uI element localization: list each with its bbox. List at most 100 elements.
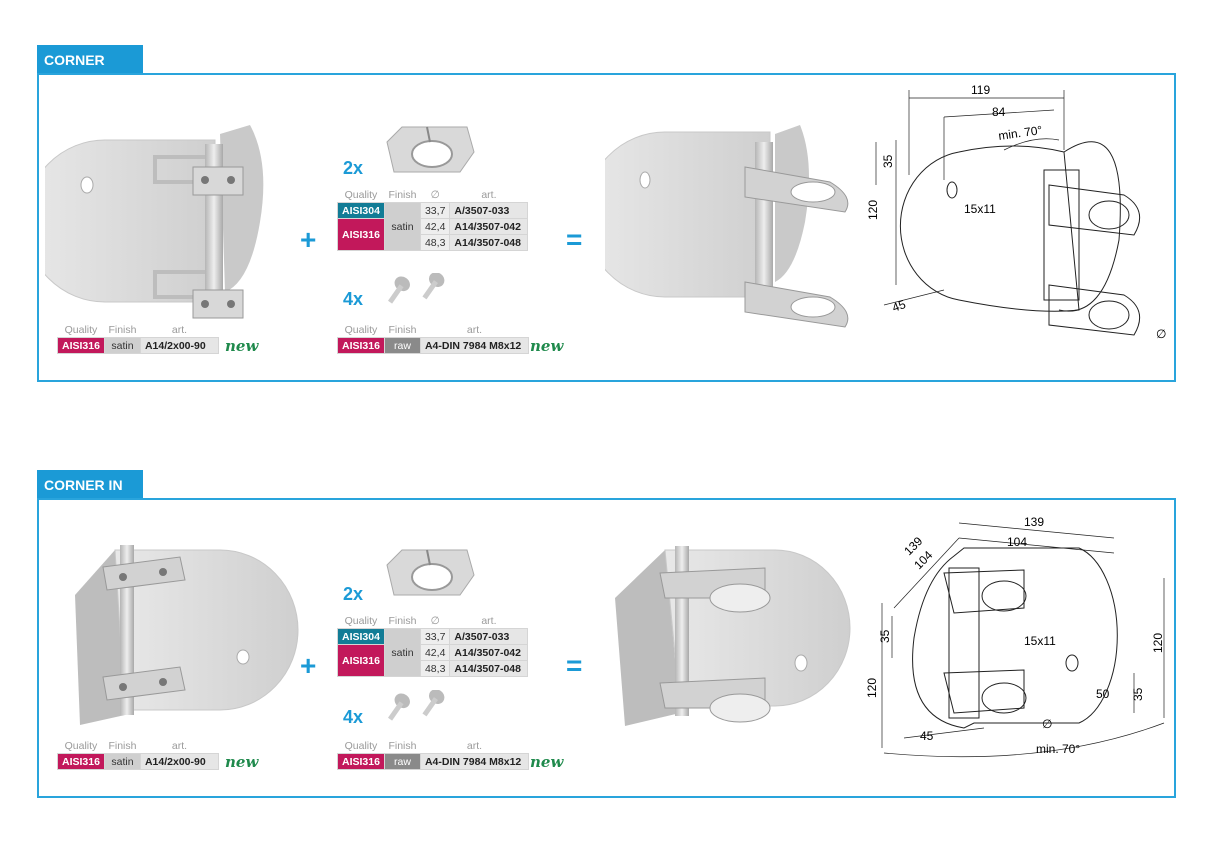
bracket-spec-table: Quality Finish art. AISI316 satin A14/2x… bbox=[57, 322, 219, 354]
quality-cell: AISI304 bbox=[337, 202, 385, 219]
dim-139: 139 bbox=[1024, 515, 1044, 529]
dim-hole: 15x11 bbox=[964, 202, 996, 216]
header-art: art. bbox=[449, 613, 528, 629]
dim-119: 119 bbox=[971, 83, 990, 97]
screw-quantity: 4x bbox=[343, 707, 364, 727]
art-cell: A14/3507-048 bbox=[449, 234, 529, 251]
art-cell: A/3507-033 bbox=[449, 202, 529, 219]
dim-35-left: 35 bbox=[878, 629, 892, 643]
header-diameter: ∅ bbox=[420, 187, 450, 203]
header-art: art. bbox=[449, 187, 528, 203]
dim-hole: 15x11 bbox=[1024, 634, 1056, 648]
dim-104: 104 bbox=[1007, 535, 1027, 549]
finish-cell: satin bbox=[383, 202, 421, 251]
dim-angle: min. 70° bbox=[1036, 742, 1080, 756]
finish-cell: satin bbox=[103, 753, 141, 770]
plus-sign: + bbox=[300, 224, 317, 255]
dim-120-right: 120 bbox=[1151, 633, 1165, 653]
finish-cell: raw bbox=[383, 753, 421, 770]
diameter-cell: 48,3 bbox=[419, 234, 451, 251]
new-badge: new bbox=[225, 753, 259, 771]
screw-image bbox=[388, 273, 445, 304]
art-cell: A4-DIN 7984 M8x12 bbox=[419, 753, 529, 770]
dim-45: 45 bbox=[890, 297, 908, 315]
header-art: art. bbox=[140, 738, 219, 754]
dim-35-right: 35 bbox=[1131, 687, 1145, 701]
hinge-bracket-image bbox=[45, 125, 264, 319]
header-quality: Quality bbox=[337, 187, 385, 203]
technical-drawing: 119 84 min. 70° 35 120 15x11 45 ∅ bbox=[866, 83, 1166, 341]
technical-drawing: 139 139 104 104 35 120 120 15x11 50 35 4… bbox=[865, 515, 1165, 758]
diameter-symbol: ∅ bbox=[1042, 717, 1052, 731]
dim-35: 35 bbox=[881, 154, 895, 168]
diameter-symbol: ∅ bbox=[1156, 327, 1166, 341]
header-art: art. bbox=[420, 322, 529, 338]
header-finish: Finish bbox=[104, 322, 141, 338]
dim-45: 45 bbox=[920, 729, 934, 743]
header-quality: Quality bbox=[337, 613, 385, 629]
clamp-quantity: 2x bbox=[343, 158, 364, 178]
header-quality: Quality bbox=[57, 322, 105, 338]
dim-angle: min. 70° bbox=[997, 123, 1043, 143]
new-badge: new bbox=[530, 337, 564, 355]
plus-sign: + bbox=[300, 650, 317, 681]
header-art: art. bbox=[420, 738, 529, 754]
header-art: art. bbox=[140, 322, 219, 338]
equals-sign: = bbox=[566, 224, 583, 255]
dim-84: 84 bbox=[992, 105, 1006, 119]
diameter-cell: 33,7 bbox=[419, 628, 451, 645]
screw-quantity: 4x bbox=[343, 289, 364, 309]
clamp-spec-table: Quality Finish ∅ art. AISI304 satin 33,7… bbox=[337, 187, 529, 251]
art-cell: A14/2x00-90 bbox=[139, 337, 219, 354]
header-quality: Quality bbox=[57, 738, 105, 754]
screw-image bbox=[388, 690, 445, 721]
section-title-corner-out: CORNER OUT bbox=[37, 45, 143, 98]
header-finish: Finish bbox=[384, 613, 421, 629]
finish-cell: raw bbox=[383, 337, 421, 354]
diameter-cell: 42,4 bbox=[419, 218, 451, 235]
quality-cell: AISI316 bbox=[337, 218, 385, 251]
art-cell: A14/3507-048 bbox=[449, 660, 529, 677]
finish-cell: satin bbox=[103, 337, 141, 354]
new-badge: new bbox=[225, 337, 259, 355]
header-finish: Finish bbox=[384, 187, 421, 203]
art-cell: A14/2x00-90 bbox=[139, 753, 219, 770]
quality-cell: AISI316 bbox=[337, 753, 385, 770]
header-quality: Quality bbox=[337, 322, 385, 338]
header-finish: Finish bbox=[384, 322, 421, 338]
art-cell: A/3507-033 bbox=[449, 628, 529, 645]
clamp-image bbox=[386, 549, 475, 596]
finish-cell: satin bbox=[383, 628, 421, 677]
assembled-fitting-image bbox=[615, 546, 851, 726]
equals-sign: = bbox=[566, 650, 583, 681]
quality-cell: AISI316 bbox=[337, 337, 385, 354]
header-finish: Finish bbox=[384, 738, 421, 754]
art-cell: A4-DIN 7984 M8x12 bbox=[419, 337, 529, 354]
header-diameter: ∅ bbox=[420, 613, 450, 629]
header-finish: Finish bbox=[104, 738, 141, 754]
section-frame-corner-out bbox=[37, 73, 1176, 382]
art-cell: A14/3507-042 bbox=[449, 644, 529, 661]
section-frame-corner-in bbox=[37, 498, 1176, 798]
art-cell: A14/3507-042 bbox=[449, 218, 529, 235]
new-badge: new bbox=[530, 753, 564, 771]
clamp-spec-table: Quality Finish ∅ art. AISI304 satin 33,7… bbox=[337, 613, 529, 677]
quality-cell: AISI316 bbox=[337, 644, 385, 677]
header-quality: Quality bbox=[337, 738, 385, 754]
dim-120: 120 bbox=[866, 200, 880, 220]
section-title-corner-in: CORNER IN bbox=[37, 470, 143, 500]
clamp-quantity: 2x bbox=[343, 584, 364, 604]
clamp-image bbox=[386, 126, 475, 173]
diameter-cell: 48,3 bbox=[419, 660, 451, 677]
assembled-fitting-image bbox=[605, 125, 849, 328]
screw-spec-table: Quality Finish art. AISI316 raw A4-DIN 7… bbox=[337, 322, 529, 354]
diameter-cell: 33,7 bbox=[419, 202, 451, 219]
dim-120-left: 120 bbox=[865, 678, 879, 698]
diameter-cell: 42,4 bbox=[419, 644, 451, 661]
quality-cell: AISI316 bbox=[57, 337, 105, 354]
screw-spec-table: Quality Finish art. AISI316 raw A4-DIN 7… bbox=[337, 738, 529, 770]
dim-50: 50 bbox=[1096, 687, 1110, 701]
quality-cell: AISI304 bbox=[337, 628, 385, 645]
hinge-bracket-image bbox=[75, 545, 299, 725]
bracket-spec-table: Quality Finish art. AISI316 satin A14/2x… bbox=[57, 738, 219, 770]
